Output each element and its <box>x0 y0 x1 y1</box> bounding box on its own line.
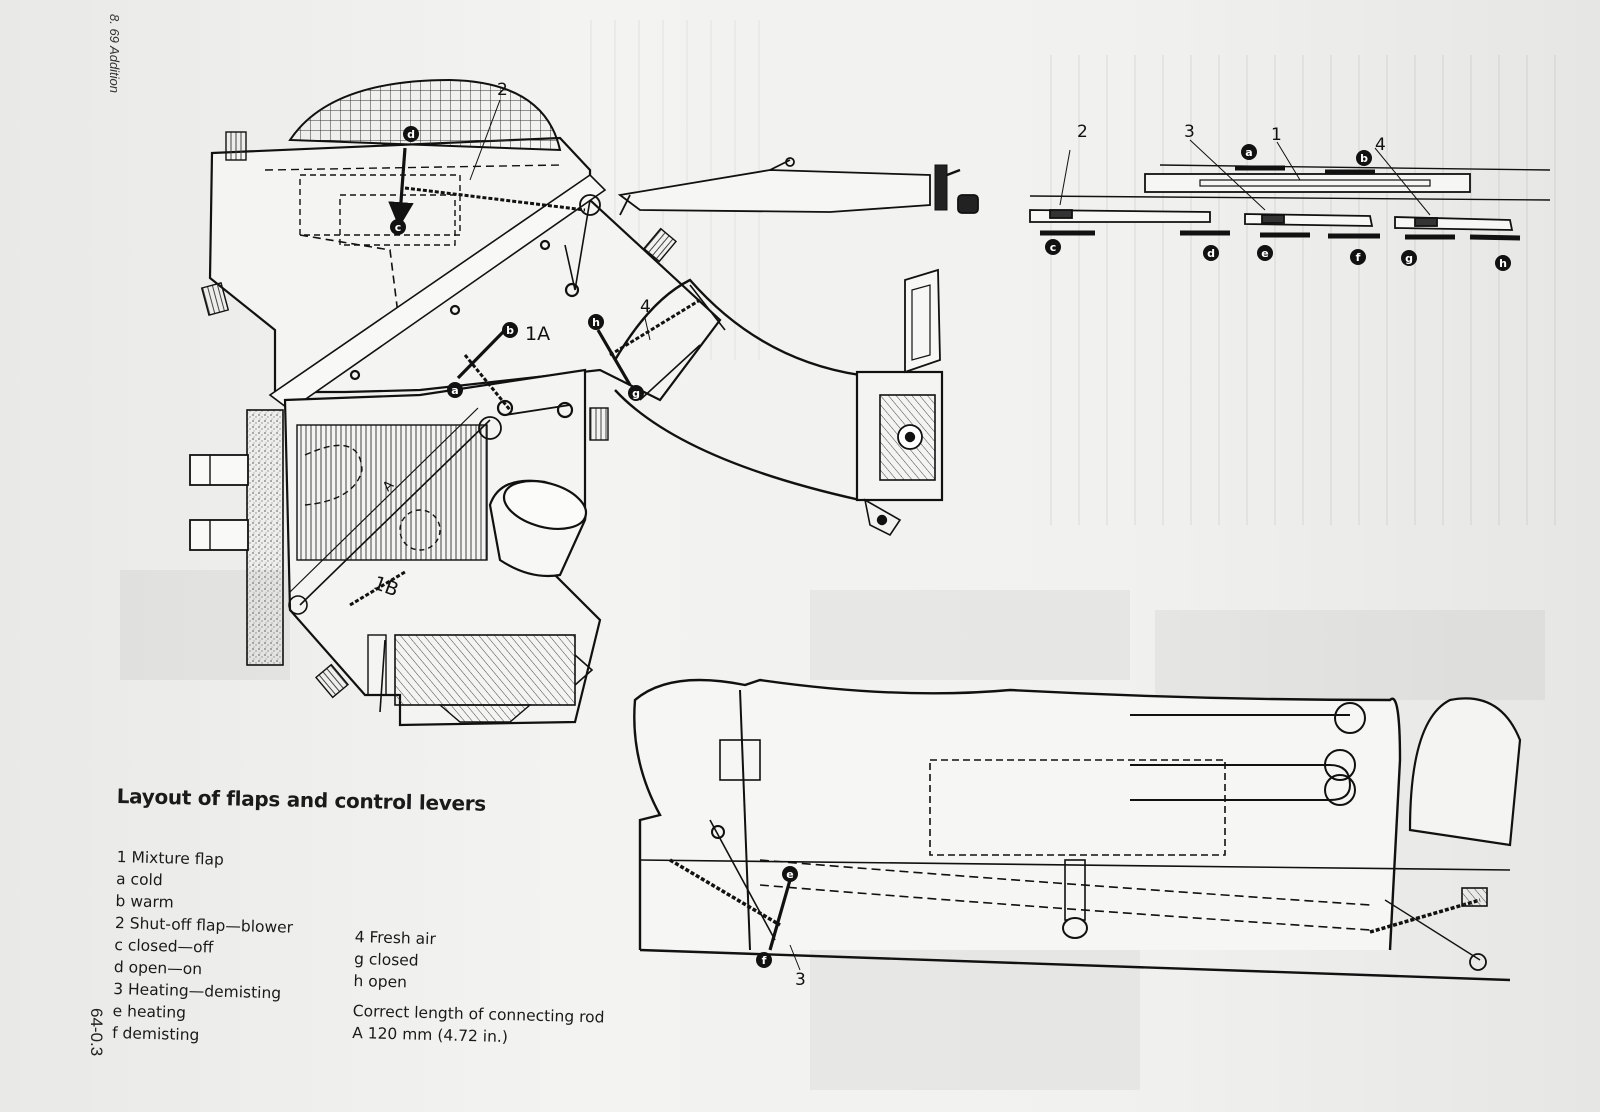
svg-text:c: c <box>395 221 402 234</box>
svg-text:f: f <box>1356 251 1361 264</box>
label-num-2: 2 <box>497 80 508 100</box>
legend-right: 4 Fresh air g closed h open Correct leng… <box>352 926 607 1051</box>
circle-label-h-main: h <box>588 314 604 330</box>
svg-text:b: b <box>1360 152 1368 165</box>
circle-label-b-main: b <box>502 322 518 338</box>
lever-detail-drawing <box>617 157 979 216</box>
svg-text:f: f <box>762 954 767 967</box>
panel-circle-b: b <box>1356 150 1372 166</box>
bleed-through-photo <box>810 950 1140 1090</box>
dash-circle-f: f <box>756 952 772 968</box>
panel-circle-f: f <box>1350 249 1366 265</box>
svg-text:g: g <box>1405 252 1413 265</box>
svg-text:e: e <box>786 868 793 881</box>
bleed-through-photo <box>810 590 1130 680</box>
panel-num-1: 1 <box>1271 125 1282 145</box>
svg-text:h: h <box>592 316 600 329</box>
svg-text:c: c <box>1050 241 1057 254</box>
heater-unit-drawing <box>189 78 722 727</box>
panel-num-2: 2 <box>1077 122 1088 142</box>
panel-circle-d: d <box>1203 245 1219 261</box>
svg-text:b: b <box>506 324 514 337</box>
panel-circle-e: e <box>1257 245 1273 261</box>
bleed-through-text <box>1050 55 1570 525</box>
panel-circle-h: h <box>1495 255 1511 271</box>
dashboard-cables <box>669 858 1488 951</box>
control-cables-main <box>349 147 701 713</box>
circle-label-d: d <box>403 126 419 142</box>
label-1A: 1A <box>525 323 550 345</box>
panel-circle-c: c <box>1045 239 1061 255</box>
label-num-4: 4 <box>640 297 651 317</box>
svg-text:d: d <box>1207 247 1215 260</box>
svg-text:d: d <box>407 128 415 141</box>
dashboard-section-drawing <box>633 678 1522 982</box>
circle-label-a-main: a <box>447 382 463 398</box>
main-unit-labels: 2 4 1A 1B A d c b a h g <box>370 80 651 601</box>
panel-circle-a: a <box>1241 144 1257 160</box>
circle-label-g-main: g <box>628 385 644 401</box>
svg-text:h: h <box>1499 257 1507 270</box>
dashboard-labels: 3 e f <box>756 866 806 990</box>
panel-circle-g: g <box>1401 250 1417 266</box>
lever-panel-labels: 2 3 1 4 a b c d e f g h <box>1045 122 1511 271</box>
svg-text:g: g <box>632 387 640 400</box>
panel-num-3: 3 <box>1184 122 1195 142</box>
svg-text:a: a <box>1245 146 1252 159</box>
dash-num-3: 3 <box>795 970 806 990</box>
lever-panel-drawing <box>1029 139 1551 241</box>
legend-left: 1 Mixture flap a cold b warm 2 Shut-off … <box>112 846 295 1049</box>
panel-num-4: 4 <box>1375 135 1386 155</box>
circle-label-c: c <box>390 219 406 235</box>
fresh-air-duct-drawing <box>613 268 944 537</box>
bleed-through-photo <box>1155 610 1545 700</box>
svg-text:e: e <box>1261 247 1268 260</box>
legend-item: f demisting <box>111 1023 200 1045</box>
dash-circle-e: e <box>782 866 798 882</box>
svg-text:a: a <box>451 384 458 397</box>
